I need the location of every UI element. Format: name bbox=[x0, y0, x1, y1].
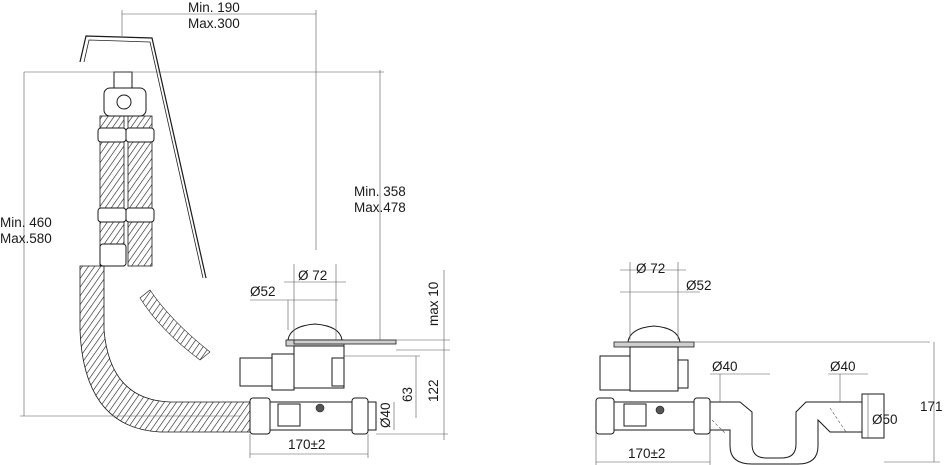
right-view: Ø 72 Ø52 Ø40 Ø40 Ø50 171 170±2 bbox=[595, 261, 943, 465]
waste-valve-right bbox=[599, 325, 695, 392]
dia-outer-label: Ø 72 bbox=[298, 268, 327, 283]
height-63-label: 63 bbox=[400, 387, 415, 402]
overflow-head bbox=[97, 71, 155, 267]
left-dimension-lines bbox=[20, 10, 450, 458]
tee-fitting bbox=[249, 397, 377, 435]
bath-rim bbox=[293, 339, 397, 345]
siphon-trap bbox=[709, 393, 885, 465]
waste-valve bbox=[239, 323, 345, 391]
right-dia-inner-label: Ø52 bbox=[686, 278, 712, 293]
width-label: 170±2 bbox=[288, 437, 325, 452]
pipe-out-label: Ø40 bbox=[830, 359, 856, 374]
flexible-hose bbox=[79, 265, 251, 433]
dia-inner-label: Ø52 bbox=[250, 284, 276, 299]
pipe-dia-label: Ø40 bbox=[378, 402, 393, 428]
tee-fitting-right bbox=[595, 397, 711, 435]
overflow-max-label: Max.478 bbox=[354, 200, 406, 215]
left-view: Min. 190 Max.300 Min. 460 Max.580 Min. 3… bbox=[0, 0, 450, 458]
height-max-label: Max.580 bbox=[0, 231, 52, 246]
max-rim-label: max 10 bbox=[426, 282, 441, 326]
height-min-label: Min. 460 bbox=[0, 215, 52, 230]
right-dimension-lines bbox=[595, 262, 940, 465]
right-height-label: 171 bbox=[920, 399, 943, 414]
overflow-bracket bbox=[79, 35, 207, 279]
height-122-label: 122 bbox=[426, 379, 441, 402]
outlet-dia-label: Ø50 bbox=[872, 412, 898, 427]
overflow-min-label: Min. 358 bbox=[354, 184, 406, 199]
right-width-label: 170±2 bbox=[628, 446, 665, 461]
bracket-max-label: Max.300 bbox=[188, 16, 240, 31]
bracket-min-label: Min. 190 bbox=[188, 0, 240, 15]
right-dia-outer-label: Ø 72 bbox=[636, 261, 665, 276]
pipe-in-label: Ø40 bbox=[712, 359, 738, 374]
